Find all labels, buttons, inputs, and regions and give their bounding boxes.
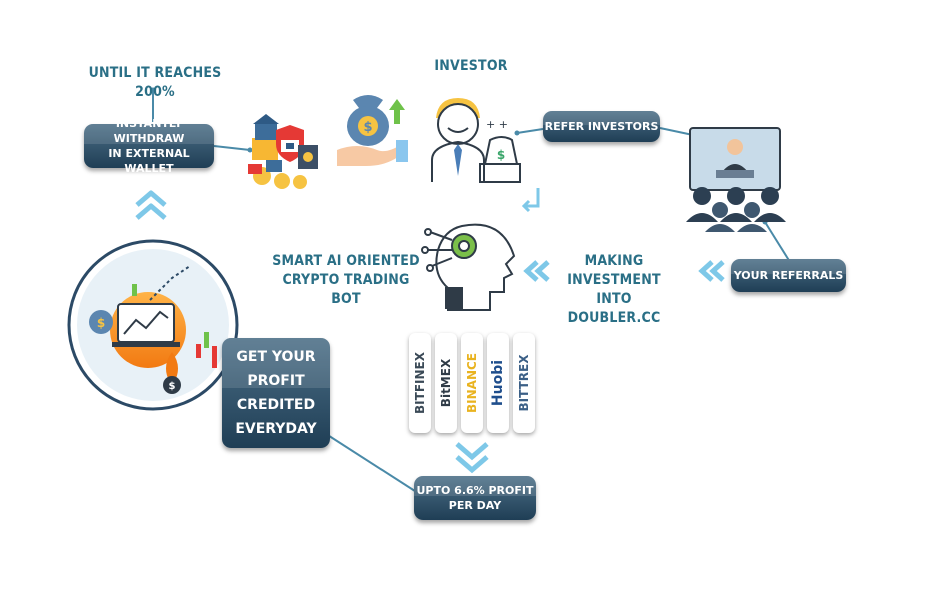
profit-line-1: GET YOUR [236, 349, 316, 365]
refer-label: REFER INVESTORS [544, 120, 659, 133]
exchange-binance: BINANCE [461, 333, 483, 433]
chevron-down-icon [455, 442, 489, 474]
upto-profit-pill: UPTO 6.6% PROFIT PER DAY [414, 476, 536, 520]
making-line-1: MAKING INVESTMENT [567, 253, 661, 288]
wallet-security-icon [248, 114, 318, 189]
exchange-label: BITTREX [517, 354, 531, 412]
profit-line-2: PROFIT [247, 373, 305, 389]
exchange-label: BINANCE [465, 353, 479, 413]
smart-ai-label: SMART AI ORIENTED CRYPTO TRADING BOT [272, 252, 420, 309]
upto-line-1: UPTO 6.6% PROFIT [416, 484, 534, 497]
profit-line-4: EVERYDAY [235, 421, 317, 437]
svg-text:$: $ [363, 120, 372, 135]
exchange-huobi: Huobi [487, 333, 509, 433]
your-referrals-pill: YOUR REFERRALS [731, 259, 846, 292]
withdraw-line-1: INSTANTLY WITHDRAW [113, 117, 185, 145]
investor-label: INVESTOR [434, 58, 508, 74]
exchange-label: BITFINEX [413, 352, 427, 414]
making-line-2: INTO DOUBLER.CC [567, 291, 661, 326]
profit-pill: GET YOUR PROFIT CREDITED EVERYDAY [222, 338, 330, 448]
exchange-bitmex: BitMEX [435, 333, 457, 433]
withdraw-line-2: IN EXTERNAL WALLET [108, 147, 190, 175]
upto-line-2: PER DAY [448, 499, 502, 512]
svg-text:$: $ [169, 381, 176, 392]
exchange-label: Huobi [490, 359, 506, 407]
exchange-label: BitMEX [439, 358, 453, 408]
chevron-left-icon [523, 260, 550, 282]
exchange-bitfinex: BITFINEX [409, 333, 431, 433]
ai-robot-head-icon [421, 223, 516, 311]
referrals-label: YOUR REFERRALS [733, 269, 844, 282]
withdraw-pill: INSTANTLY WITHDRAW IN EXTERNAL WALLET [84, 117, 214, 175]
svg-text:$: $ [497, 148, 505, 162]
svg-text:+ +: + + [486, 118, 508, 131]
exchange-bittrex: BITTREX [513, 333, 535, 433]
making-investment-label: MAKING INVESTMENT INTO DOUBLER.CC [548, 252, 680, 328]
refer-investors-pill: REFER INVESTORS [543, 111, 660, 142]
money-bag-hand-icon: $ [337, 95, 408, 166]
smart-ai-line-1: SMART AI ORIENTED [272, 253, 420, 269]
audience-icon [686, 127, 786, 232]
chevron-up-icon [135, 190, 167, 220]
svg-text:$: $ [97, 316, 105, 330]
trading-chart-icon: $ $ [67, 239, 239, 411]
return-arrow-icon [521, 188, 540, 213]
reaches-label: UNTIL IT REACHES 200% [88, 65, 222, 100]
profit-line-3: CREDITED [236, 397, 316, 413]
connector-lines [152, 90, 791, 494]
chevron-left-icon [698, 260, 725, 282]
investor-icon: $ + + [431, 98, 521, 183]
smart-ai-line-2: CRYPTO TRADING BOT [282, 272, 410, 307]
